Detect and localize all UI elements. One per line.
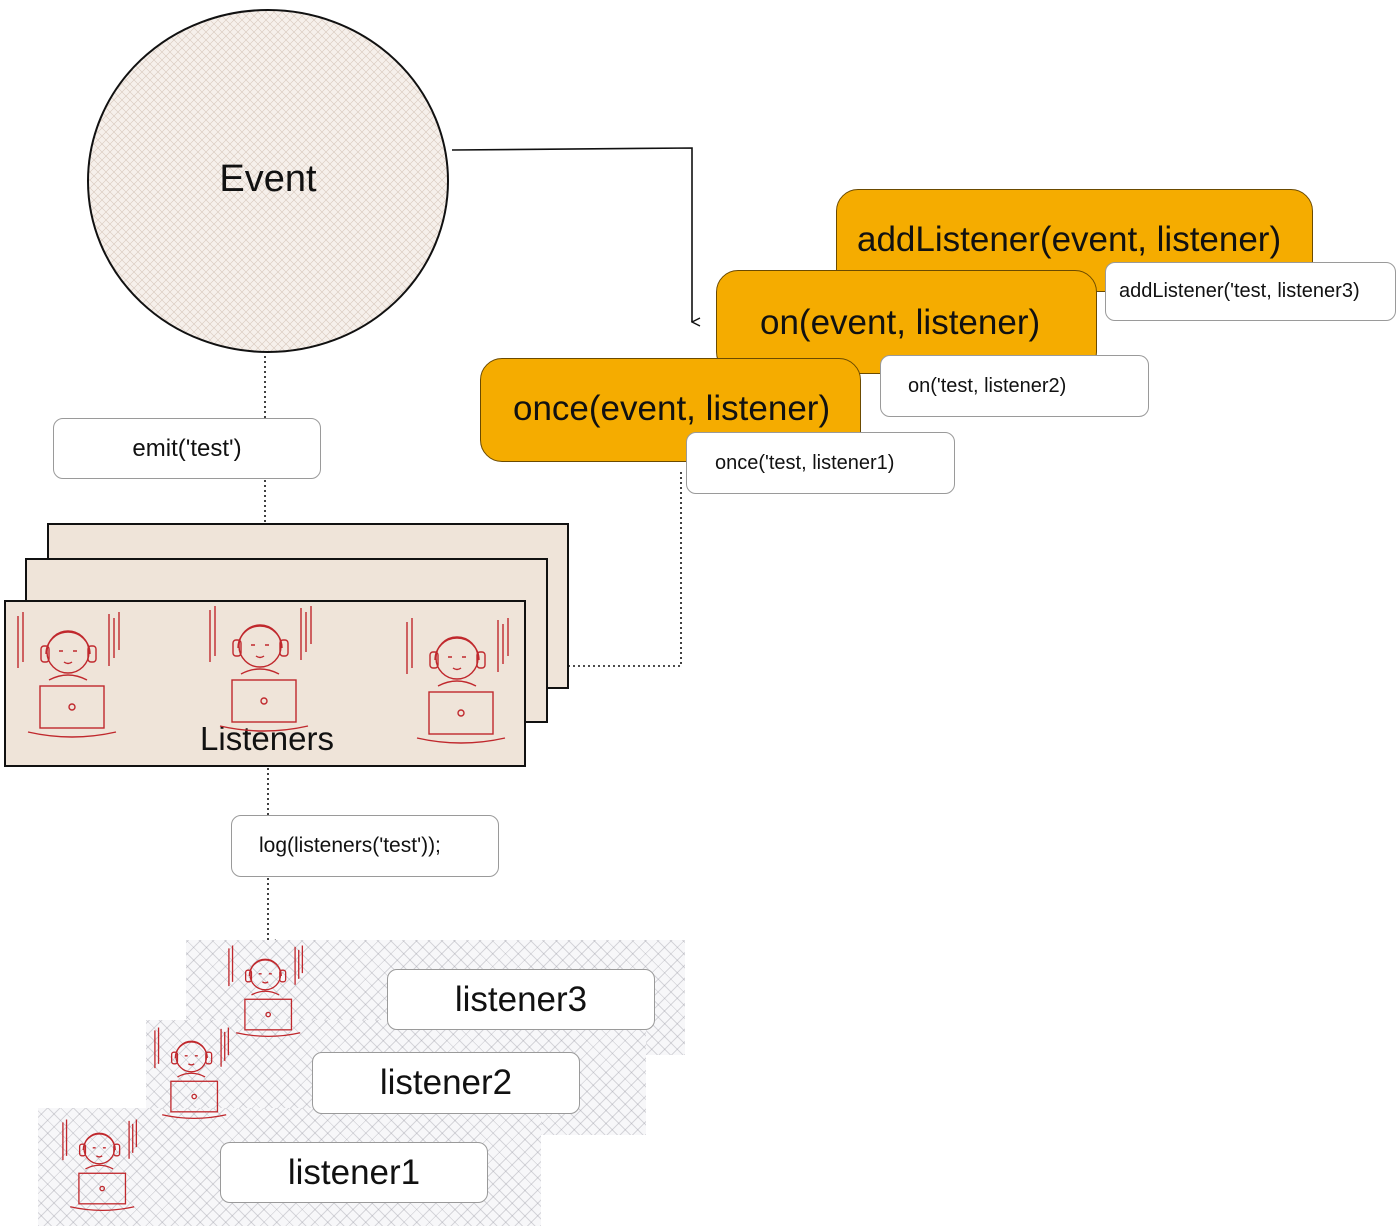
person-at-laptop-icon <box>209 606 312 732</box>
person-at-laptop-icon <box>228 945 304 1037</box>
log-call-box: log(listeners('test')); <box>231 815 499 877</box>
once-call-label: once('test, listener1) <box>715 451 895 474</box>
result-listener2-label: listener2 <box>379 1063 513 1102</box>
result-listener3-box: listener3 <box>387 969 655 1030</box>
on-call-label: on('test, listener2) <box>908 374 1067 397</box>
listeners-panel-front: Listeners <box>4 600 526 767</box>
add-listener-method-label: addListener(event, listener) <box>857 220 1282 259</box>
once-call-box: once('test, listener1) <box>686 432 955 494</box>
result-listener3-label: listener3 <box>454 979 588 1019</box>
person-at-laptop-icon <box>17 612 120 738</box>
on-call-box: on('test, listener2) <box>880 355 1149 417</box>
result-listener2-box: listener2 <box>312 1052 580 1114</box>
event-label: Event <box>219 158 317 200</box>
add-listener-call-label: addListener('test, listener3) <box>1119 280 1360 302</box>
event-node: Event <box>86 8 450 354</box>
person-at-laptop-icon <box>154 1027 230 1119</box>
add-listener-call-box: addListener('test, listener3) <box>1105 262 1396 321</box>
event-to-methods-arrow <box>451 147 692 322</box>
emit-call-box: emit('test') <box>53 418 321 479</box>
log-call-label: log(listeners('test')); <box>259 834 441 857</box>
result-listener1-box: listener1 <box>220 1142 488 1203</box>
once-to-listeners-dotted-arrow <box>536 472 682 666</box>
person-at-laptop-icon <box>406 618 509 744</box>
emit-call-label: emit('test') <box>132 434 242 462</box>
result-listener1-label: listener1 <box>287 1152 421 1192</box>
person-at-laptop-icon <box>62 1119 138 1211</box>
on-method-label: on(event, listener) <box>760 303 1041 342</box>
once-method-label: once(event, listener) <box>513 389 831 428</box>
